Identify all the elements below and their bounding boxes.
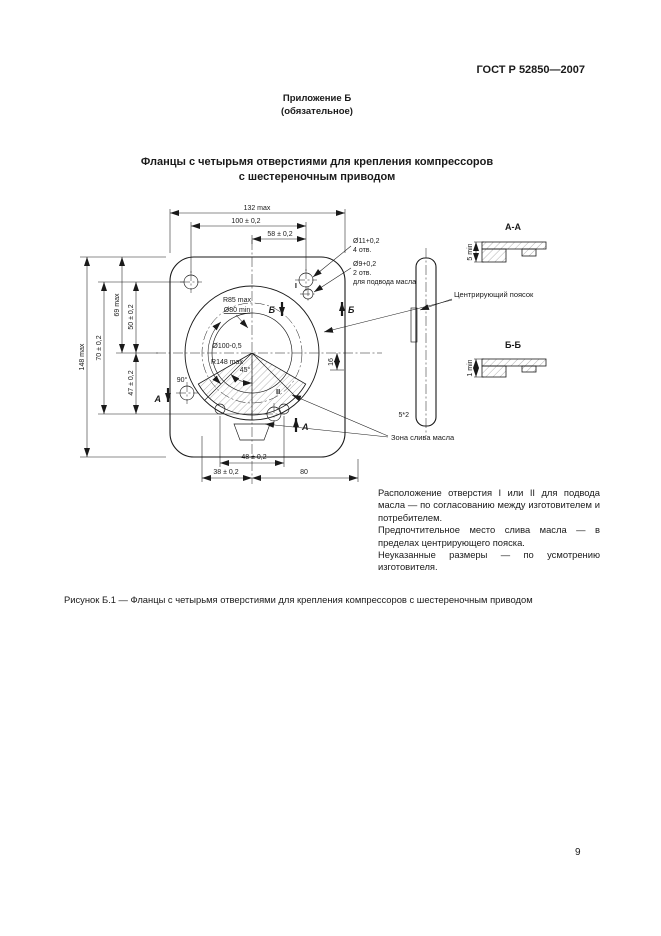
dim-hole-count: 4 отв. xyxy=(353,247,372,254)
angle-arc-90 xyxy=(207,321,222,385)
figure-title: Фланцы с четырьмя отверстиями для крепле… xyxy=(0,155,634,185)
technical-drawing: I II R85 max Ø80 min Ø100-0,5 R148 max 9… xyxy=(79,205,547,484)
section-bb-label: Б-Б xyxy=(505,340,521,350)
section-aa-view: А-А 5 min xyxy=(467,222,547,263)
dim-d100: Ø100-0,5 xyxy=(212,343,241,350)
dim-80: 80 xyxy=(300,469,308,476)
note-paragraph-2: Предпочтительное место слива масла — в п… xyxy=(378,524,600,548)
note-paragraph-1: Расположение отверстия I или II для подв… xyxy=(378,487,600,523)
angle-arc-45 xyxy=(230,374,253,386)
dim-70: 70 ± 0,2 xyxy=(96,335,103,360)
figure-title-line1: Фланцы с четырьмя отверстиями для крепле… xyxy=(140,156,494,168)
hole-label-2: II xyxy=(276,387,280,396)
dim-5min: 5 min xyxy=(467,243,474,260)
marker-a-left: А xyxy=(154,394,162,404)
oil-hole-1 xyxy=(300,286,316,302)
dim-38: 38 ± 0,2 xyxy=(213,469,238,476)
dim-r148: R148 max xyxy=(211,359,243,366)
marker-a-right: А xyxy=(301,422,309,432)
dim-16: 16 xyxy=(328,358,335,366)
dim-hole-dia: Ø11+0,2 xyxy=(353,238,380,245)
dim-132: 132 max xyxy=(244,205,271,212)
top-dimensions: 132 max 100 ± 0,2 58 ± 0,2 xyxy=(169,205,346,273)
dim-oil-count: 2 отв. xyxy=(353,270,372,277)
annex-subtitle: (обязательное) xyxy=(281,106,353,117)
figure-caption: Рисунок Б.1 — Фланцы с четырьмя отверсти… xyxy=(64,594,533,605)
section-bb-view: Б-Б 1 min xyxy=(467,340,547,378)
figure-title-line2: с шестереночным приводом xyxy=(238,171,396,183)
collar-callout: Центрирующий поясок xyxy=(454,290,534,299)
annex-title: Приложение Б xyxy=(282,93,352,104)
collar-circle xyxy=(201,302,303,404)
dim-oil-note: для подвода масла xyxy=(353,279,416,286)
standard-number: ГОСТ Р 52850—2007 xyxy=(476,64,585,76)
dim-side-note: 5*2 xyxy=(398,412,409,419)
dim-16-group: 16 xyxy=(328,353,344,371)
callouts: Центрирующий поясок Зона слива масла xyxy=(264,290,534,442)
drain-callout: Зона слива масла xyxy=(391,433,455,442)
page-number: 9 xyxy=(575,847,581,858)
dim-oil-dia: Ø9+0,2 xyxy=(353,261,376,268)
left-dimensions: 148 max 70 ± 0,2 69 max 50 ± 0,2 47 ± 0,… xyxy=(79,256,267,458)
marker-b-right: Б xyxy=(348,305,355,315)
d80-leader xyxy=(235,314,249,329)
dim-100: 100 ± 0,2 xyxy=(231,218,260,225)
bottom-dimensions: 48 ± 0,2 38 ± 0,2 80 xyxy=(201,416,359,482)
drain-boss xyxy=(233,423,271,441)
annex-heading: Приложение Б (обязательное) xyxy=(0,92,634,118)
dim-angle-90: 90° xyxy=(177,376,188,384)
main-view: I II R85 max Ø80 min Ø100-0,5 R148 max 9… xyxy=(156,240,382,484)
oil-hole-2b xyxy=(278,403,290,415)
dim-58: 58 ± 0,2 xyxy=(267,231,292,238)
radial-line-135 xyxy=(204,352,253,401)
marker-b-left: Б xyxy=(269,305,276,315)
leader-notes: Ø11+0,2 4 отв. Ø9+0,2 2 отв. для подвода… xyxy=(312,238,416,293)
dim-r85: R85 max xyxy=(223,297,252,304)
dim-148: 148 max xyxy=(79,343,86,370)
dim-48: 48 ± 0,2 xyxy=(241,454,266,461)
collar-step xyxy=(410,307,418,343)
notes-block: Расположение отверстия I или II для подв… xyxy=(378,487,600,574)
corner-hole-bottom-left xyxy=(176,382,198,404)
section-markers: Б Б А А xyxy=(154,302,355,432)
section-aa-label: А-А xyxy=(505,222,521,232)
flange-outline xyxy=(169,256,346,458)
dim-69: 69 max xyxy=(114,293,121,316)
corner-hole-top-right xyxy=(295,269,317,291)
hole-label-1: I xyxy=(295,281,297,290)
dim-50: 50 ± 0,2 xyxy=(128,304,135,329)
side-view: 5*2 xyxy=(398,248,437,436)
dim-47: 47 ± 0,2 xyxy=(128,370,135,395)
dim-d80: Ø80 min xyxy=(224,307,251,314)
dim-1min: 1 min xyxy=(467,359,474,376)
radial-line-45 xyxy=(251,352,300,401)
dim-angle-45: 45° xyxy=(240,366,251,374)
note-paragraph-3: Неуказанные размеры — по усмотрению изго… xyxy=(378,549,600,573)
